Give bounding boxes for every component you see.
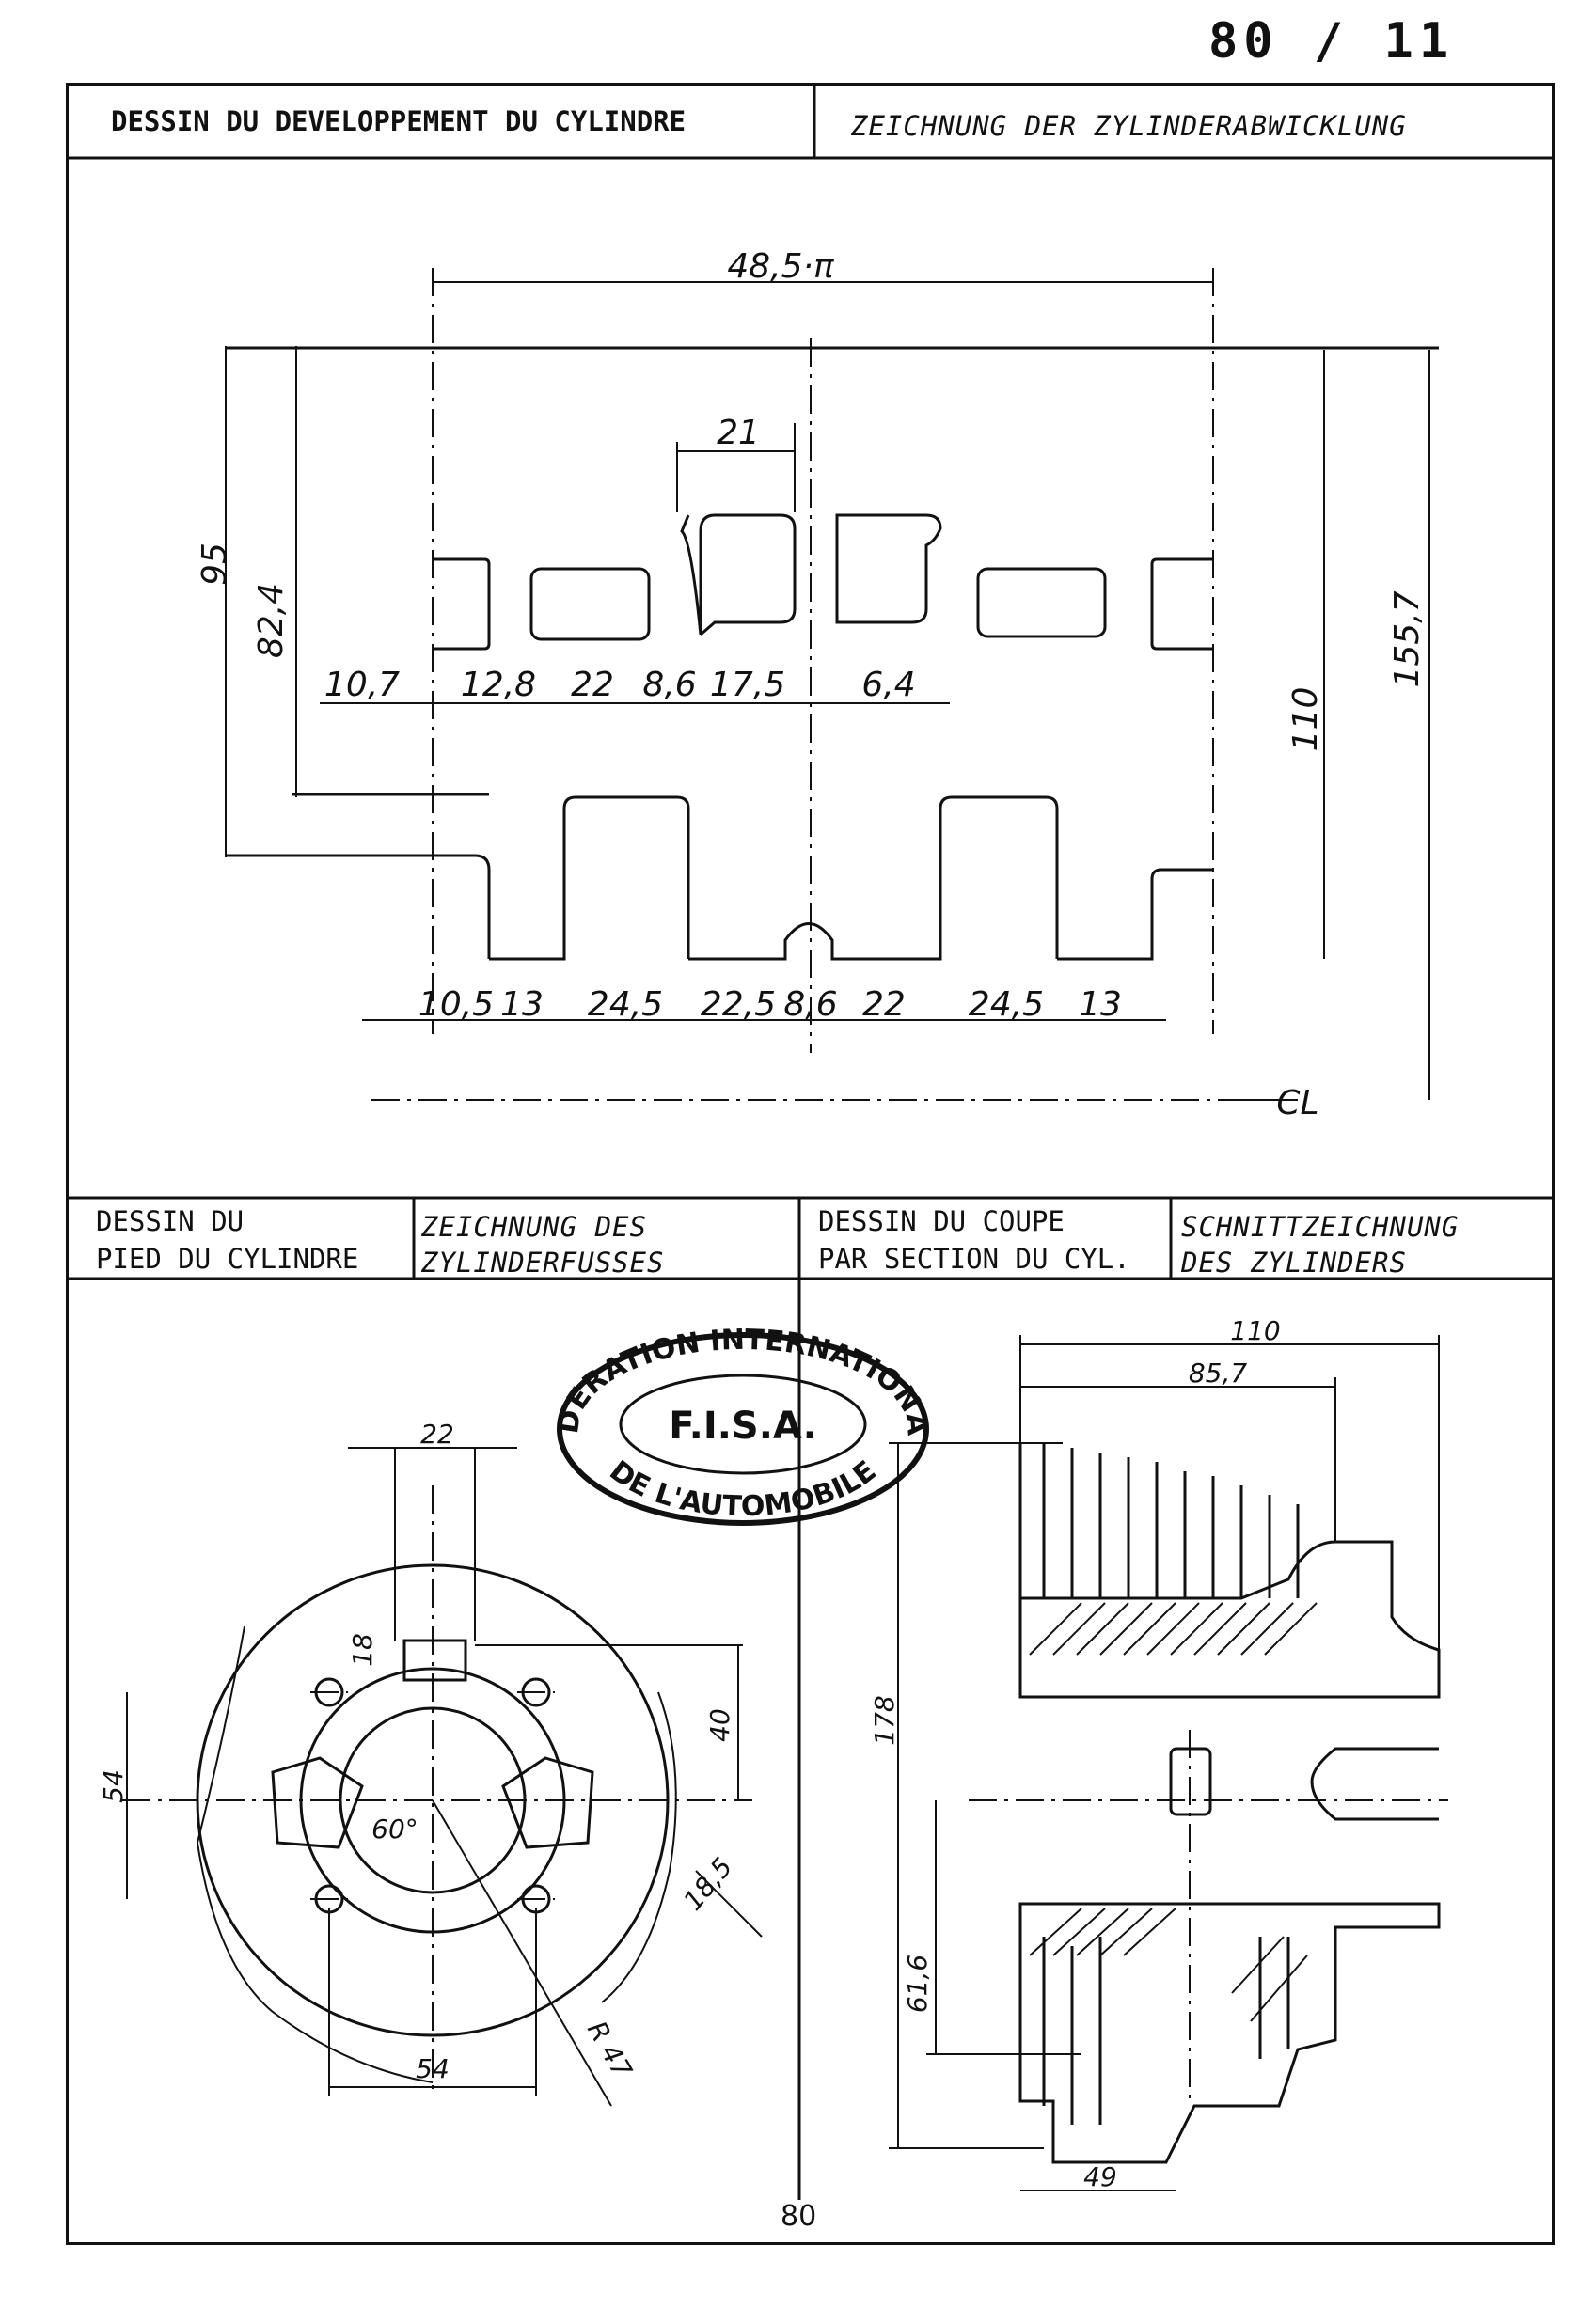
- drawing-sheet: [66, 83, 1555, 2245]
- section-dimensions: 110 85,7 178 61,6 49: [869, 1315, 1281, 2192]
- section-header-de-2: DES ZYLINDERS: [1181, 1247, 1407, 1279]
- dim-bottom-4: 8,6: [783, 985, 837, 1024]
- dim-sec-110: 110: [1230, 1315, 1280, 1346]
- section-header-de-1: SCHNITTZEICHNUNG: [1181, 1211, 1460, 1243]
- dim-foot-40: 40: [704, 1708, 735, 1742]
- dim-width: 48,5·π: [727, 247, 835, 286]
- svg-text:DE L'AUTOMOBILE: DE L'AUTOMOBILE: [603, 1454, 882, 1523]
- dim-foot-18-5: 18,5: [677, 1851, 738, 1916]
- foot-dimension-lines: [126, 1447, 763, 2107]
- dim-top-3: 8,6: [642, 666, 696, 704]
- dim-sec-85: 85,7: [1189, 1358, 1248, 1389]
- foot-dimensions: 22 18 40 54 60° 18,5 R 47 54: [98, 1419, 738, 2084]
- dim-bottom-2: 24,5: [588, 985, 663, 1024]
- bottom-row-dimensions: 10,5 13 24,5 22,5 8,6 22 24,5 13: [418, 985, 1122, 1024]
- development-header-fr: DESSIN DU DEVELOPPEMENT DU CYLINDRE: [111, 105, 687, 137]
- dim-port-width: 21: [717, 414, 760, 452]
- dim-top-2: 22: [571, 666, 614, 704]
- dim-foot-54h: 54: [416, 2053, 450, 2084]
- stamp-center: F.I.S.A.: [669, 1405, 817, 1448]
- foot-header-fr-1: DESSIN DU: [96, 1205, 245, 1237]
- development-centerlines: [371, 268, 1260, 1101]
- cylinder-section: [1018, 1443, 1441, 2164]
- section-dimension-lines: [889, 1335, 1440, 2191]
- dim-sec-61: 61,6: [902, 1955, 933, 2013]
- dim-top-1: 12,8: [461, 666, 536, 704]
- foot-header-fr-2: PIED DU CYLINDRE: [96, 1243, 359, 1275]
- dim-bottom-1: 13: [500, 985, 544, 1024]
- development-dimension-lines: [225, 281, 1430, 1101]
- dim-155: 155,7: [1388, 590, 1427, 687]
- fisa-stamp: [557, 1332, 929, 1526]
- sheet-number: 80 / 11: [1208, 13, 1455, 70]
- centerline-label: CL: [1276, 1084, 1318, 1123]
- dim-foot-18: 18: [347, 1633, 378, 1667]
- dim-bottom-6: 24,5: [969, 985, 1044, 1024]
- foot-header-de-2: ZYLINDERFUSSES: [421, 1247, 665, 1279]
- section-centerlines: [969, 1730, 1448, 2106]
- development-header-de: ZEICHNUNG DER ZYLINDERABWICKLUNG: [851, 110, 1407, 142]
- foot-centerlines: [122, 1485, 752, 2096]
- cylinder-development: [226, 346, 1439, 961]
- dim-top-4: 17,5: [710, 666, 785, 704]
- dim-foot-54v: 54: [98, 1769, 129, 1803]
- stamp-ring-top: FEDERATION INTERNATIONALE: [0, 0, 934, 1437]
- dim-sec-49: 49: [1083, 2161, 1117, 2192]
- section-hatching: [1029, 1602, 1318, 2022]
- svg-text:FEDERATION INTERNATIONALE: FEDERATION INTERNATIONALE: [0, 0, 934, 1437]
- dim-foot-radius: R 47: [581, 2016, 639, 2083]
- dim-foot-angle: 60°: [371, 1814, 418, 1845]
- dim-82: 82,4: [252, 583, 291, 658]
- foot-header-de-1: ZEICHNUNG DES: [421, 1211, 647, 1243]
- dim-bottom-0: 10,5: [418, 985, 494, 1024]
- section-header-fr-2: PAR SECTION DU CYL.: [818, 1243, 1130, 1275]
- stamp-ring-bottom: DE L'AUTOMOBILE: [603, 1454, 882, 1523]
- dim-110: 110: [1286, 687, 1325, 752]
- section-header-fr-1: DESSIN DU COUPE: [818, 1205, 1065, 1237]
- top-row-dimensions: 10,7 12,8 22 8,6 17,5 6,4: [324, 666, 916, 704]
- cylinder-foot: [196, 1563, 677, 2083]
- dim-95: 95: [196, 542, 234, 586]
- dim-top-5: 6,4: [861, 666, 915, 704]
- dim-sec-178: 178: [869, 1695, 900, 1745]
- folio: 80: [781, 2200, 817, 2233]
- dim-foot-22: 22: [420, 1419, 454, 1450]
- dim-bottom-3: 22,5: [701, 985, 776, 1024]
- fisa-stamp-text: FEDERATION INTERNATIONALE DE L'AUTOMOBIL…: [0, 0, 934, 1523]
- dim-bottom-7: 13: [1079, 985, 1122, 1024]
- dim-top-0: 10,7: [324, 666, 400, 704]
- dim-bottom-5: 22: [862, 985, 906, 1024]
